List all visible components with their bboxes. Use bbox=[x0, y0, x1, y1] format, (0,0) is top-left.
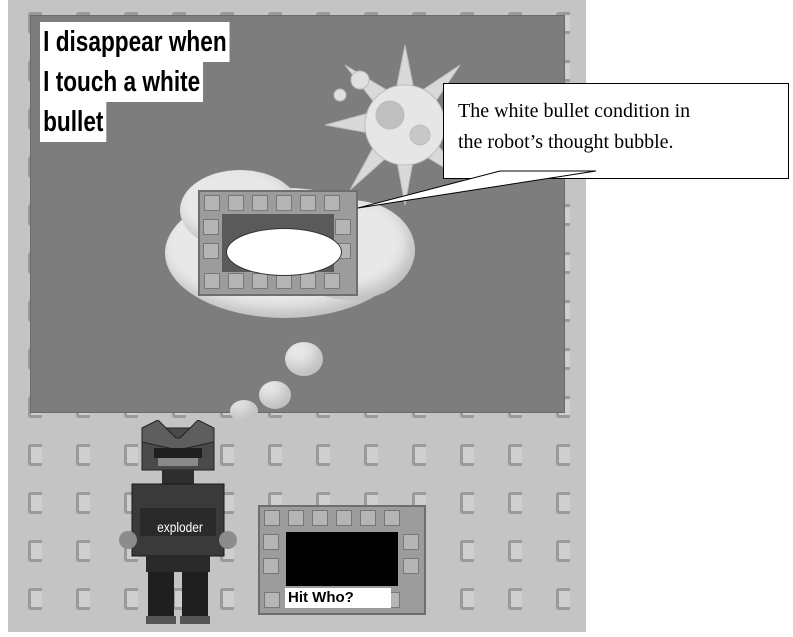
lego-stud bbox=[364, 444, 378, 466]
white-bullet-icon bbox=[226, 228, 342, 276]
frame-brick bbox=[300, 195, 316, 211]
hit-who-label: Hit Who? bbox=[285, 588, 391, 608]
lego-stud bbox=[28, 588, 42, 610]
thought-dot-large bbox=[285, 342, 323, 376]
lego-stud bbox=[556, 492, 570, 514]
lego-stud bbox=[556, 444, 570, 466]
lego-stud bbox=[28, 492, 42, 514]
frame-brick bbox=[336, 510, 352, 526]
lego-stud bbox=[556, 588, 570, 610]
frame-brick bbox=[403, 558, 419, 574]
frame-brick bbox=[288, 510, 304, 526]
lego-stud bbox=[28, 540, 42, 562]
callout-pointer bbox=[350, 170, 610, 220]
sign-line-2: I touch a white bbox=[40, 62, 203, 102]
frame-brick bbox=[252, 273, 268, 289]
frame-brick bbox=[403, 534, 419, 550]
lego-stud bbox=[508, 588, 522, 610]
lego-stud bbox=[268, 444, 282, 466]
frame-brick bbox=[203, 219, 219, 235]
frame-brick bbox=[263, 558, 279, 574]
frame-brick bbox=[204, 273, 220, 289]
lego-stud bbox=[508, 492, 522, 514]
callout-text: The white bullet condition in the robot’… bbox=[458, 96, 778, 158]
sign-line-3: bullet bbox=[40, 102, 107, 142]
thought-dot-small bbox=[230, 400, 258, 422]
frame-brick bbox=[204, 195, 220, 211]
lego-stud bbox=[76, 540, 90, 562]
lego-stud bbox=[76, 492, 90, 514]
lego-stud bbox=[412, 444, 426, 466]
frame-brick bbox=[264, 592, 280, 608]
lego-stud bbox=[76, 588, 90, 610]
frame-brick bbox=[300, 273, 316, 289]
lego-stud bbox=[28, 444, 42, 466]
frame-brick bbox=[228, 273, 244, 289]
frame-brick bbox=[324, 273, 340, 289]
lego-stud bbox=[556, 540, 570, 562]
frame-brick bbox=[276, 195, 292, 211]
frame-brick bbox=[263, 534, 279, 550]
lego-stud bbox=[460, 588, 474, 610]
frame-brick bbox=[384, 510, 400, 526]
lego-stud bbox=[460, 492, 474, 514]
lego-stud bbox=[508, 444, 522, 466]
lego-stud bbox=[76, 444, 90, 466]
frame-brick bbox=[324, 195, 340, 211]
frame-brick bbox=[312, 510, 328, 526]
condition-frame[interactable] bbox=[198, 190, 358, 296]
sign-line-1: I disappear when bbox=[40, 22, 230, 62]
frame-brick bbox=[228, 195, 244, 211]
frame-brick bbox=[264, 510, 280, 526]
frame-brick bbox=[360, 510, 376, 526]
callout-line-1: The white bullet condition in bbox=[458, 96, 778, 127]
frame-brick bbox=[252, 195, 268, 211]
thought-dot-medium bbox=[259, 381, 291, 409]
lego-stud bbox=[460, 540, 474, 562]
frame-brick bbox=[203, 243, 219, 259]
lego-stud bbox=[508, 540, 522, 562]
hit-who-screen bbox=[286, 532, 398, 586]
robot-name: exploder bbox=[146, 519, 214, 535]
frame-brick bbox=[335, 219, 351, 235]
lego-stud bbox=[460, 444, 474, 466]
lego-stud bbox=[316, 444, 330, 466]
callout-line-2: the robot’s thought bubble. bbox=[458, 127, 778, 158]
